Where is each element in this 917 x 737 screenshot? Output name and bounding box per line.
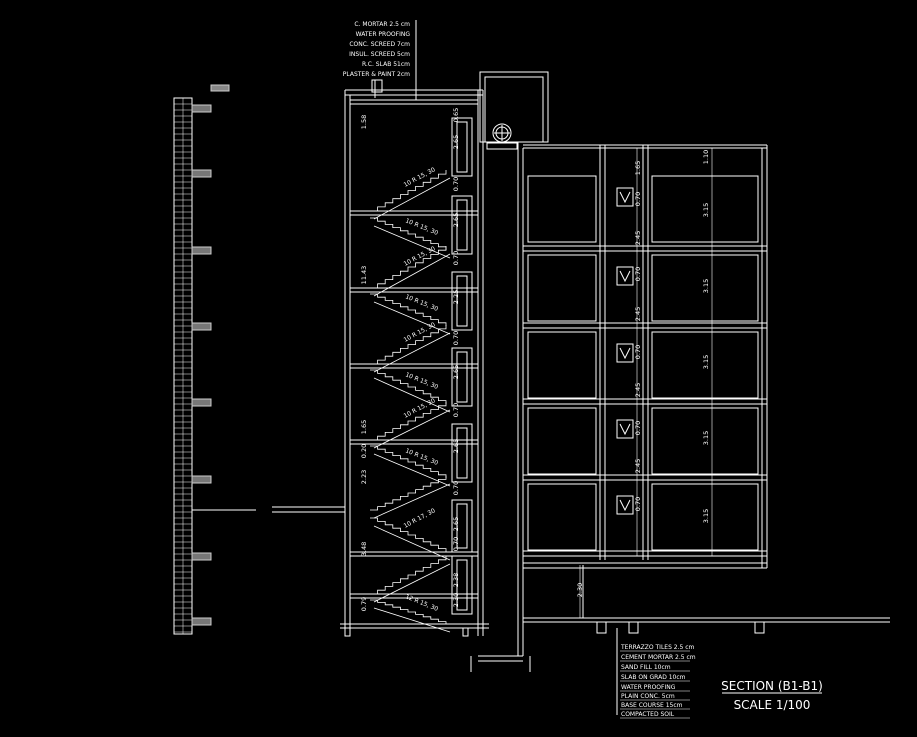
roof-layer-6: PLASTER & PAINT 2cm <box>343 71 410 78</box>
floor-height-label: 1.10 <box>702 150 710 164</box>
shaft-dim-label: 2.65 <box>452 439 460 453</box>
floor-layer-8: COMPACTED SOIL <box>621 711 675 718</box>
shaft-dim-label: 2.38 <box>452 573 460 587</box>
shaft-dim-label: 0.70 <box>452 251 460 265</box>
right-dim-label: 0.70 <box>634 267 642 281</box>
floor-layer-5: WATER PROOFING <box>621 684 676 691</box>
shaft-dim-label: 2.65 <box>452 135 460 149</box>
stair-run-label: 10 R 15, 30 <box>404 371 439 391</box>
floor-layer-7: BASE COURSE 15cm <box>621 702 683 709</box>
stair-run-label: 10 R 15, 30 <box>403 166 437 189</box>
floor-layer-1: TERRAZZO TILES 2.5 cm <box>620 644 695 651</box>
roof-layer-3: CONC. SCREED 7cm <box>349 41 410 48</box>
shaft-dim-label: 2.65 <box>452 517 460 531</box>
shaft-dim-label: 2.25 <box>452 290 460 304</box>
shaft-dim-label: 0.70 <box>452 537 460 551</box>
stair-run-label: 12 R 15, 30 <box>404 593 439 613</box>
right-dim-label: 0.70 <box>634 497 642 511</box>
right-dim-label: 2.45 <box>634 231 642 245</box>
right-dim-label: 2.45 <box>634 383 642 397</box>
stair-dim-label: 0.79 <box>360 597 368 611</box>
floor-height-label: 3.15 <box>702 279 710 293</box>
stair-dim-label: 1.65 <box>360 420 368 434</box>
floor-height-label: 3.15 <box>702 431 710 445</box>
stair-dim-label: 3.48 <box>360 542 368 556</box>
stair-dim-label: 11.43 <box>360 266 368 285</box>
floor-layer-notes: TERRAZZO TILES 2.5 cm CEMENT MORTAR 2.5 … <box>620 644 696 718</box>
floor-layer-3: SAND FILL 10cm <box>621 664 671 671</box>
floor-layer-4: SLAB ON GRAD 10cm <box>621 674 686 681</box>
shaft-dim-label: 0.70 <box>452 403 460 417</box>
right-dim-label: 1.65 <box>634 161 642 175</box>
roof-layer-4: INSUL. SCREED 5cm <box>349 51 410 58</box>
shaft-dim-label: 0.65 <box>452 108 460 122</box>
stair-dim-label: 1.58 <box>360 115 368 129</box>
shaft-dim-label: 0.70 <box>452 177 460 191</box>
roof-layer-2: WATER PROOFING <box>356 31 411 38</box>
floor-layer-6: PLAIN CONC. 5cm <box>621 693 675 700</box>
left-elevation-strip <box>173 84 345 635</box>
shaft-dim-label: 2.30 <box>452 593 460 607</box>
floor-height-label: 3.15 <box>702 509 710 523</box>
roof-layer-1: C. MORTAR 2.5 cm <box>354 21 410 28</box>
stair-run-label: 10 R 17, 30 <box>403 507 437 530</box>
shaft-dim-label: 0.70 <box>452 481 460 495</box>
right-dim-label: 0.70 <box>634 421 642 435</box>
staircase-section <box>340 20 489 637</box>
right-dim-label: 2.45 <box>634 307 642 321</box>
stair-dim-label: 2.23 <box>360 470 368 484</box>
stair-dim-label: 0.20 <box>360 444 368 458</box>
floor-height-label: 3.15 <box>702 355 710 369</box>
basement-dim-label: 2.30 <box>576 583 584 597</box>
stair-run-label: 10 R 15, 30 <box>404 447 439 467</box>
shaft-dim-label: 2.65 <box>452 365 460 379</box>
floor-layer-2: CEMENT MORTAR 2.5 cm <box>621 654 696 661</box>
roof-layer-notes: C. MORTAR 2.5 cm WATER PROOFING CONC. SC… <box>343 21 411 78</box>
right-dim-label: 0.70 <box>634 192 642 206</box>
building-section <box>523 144 890 719</box>
shaft-dim-label: 2.65 <box>452 213 460 227</box>
right-dim-label: 2.45 <box>634 459 642 473</box>
right-dim-label: 0.70 <box>634 345 642 359</box>
floor-height-label: 3.15 <box>702 203 710 217</box>
scale-label: SCALE 1/100 <box>734 698 811 712</box>
shaft-dim-label: 0.70 <box>452 331 460 345</box>
stair-run-label: 10 R 15, 30 <box>403 397 437 420</box>
section-title: SECTION (B1-B1) <box>721 679 823 693</box>
roof-layer-5: R.C. SLAB 51cm <box>362 61 410 68</box>
